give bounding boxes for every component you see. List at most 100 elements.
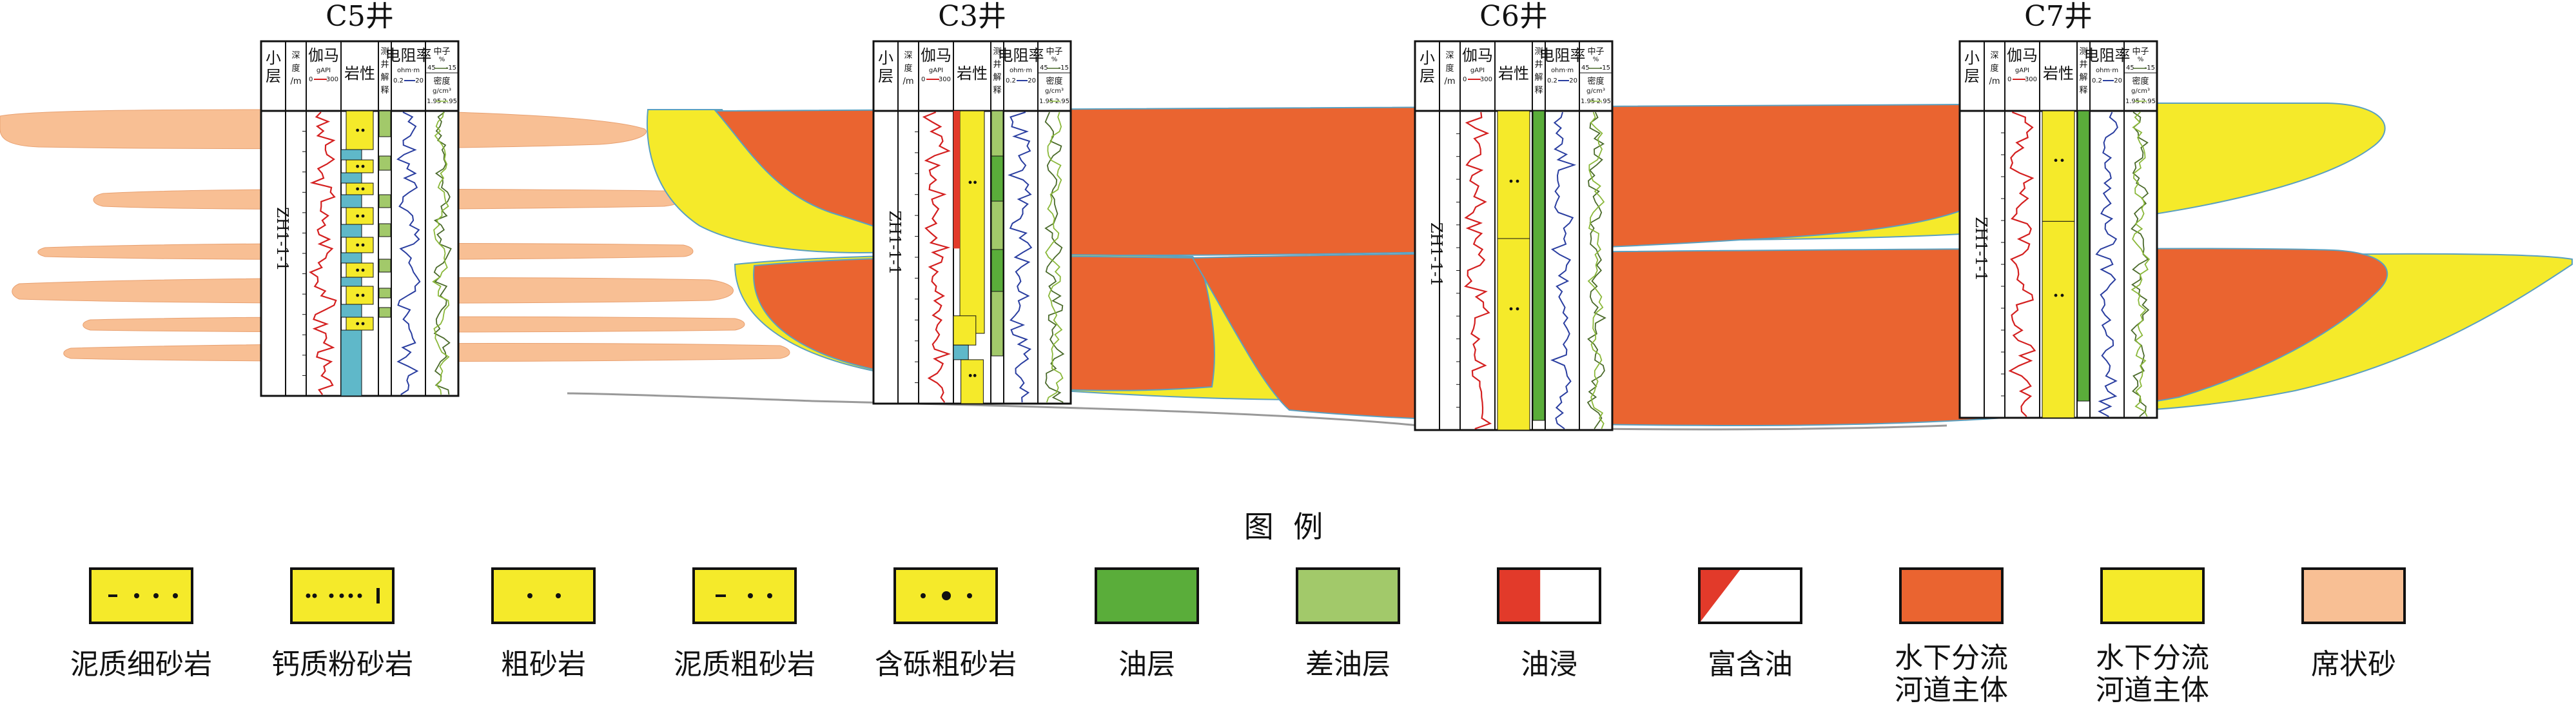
resistivity-curve [396, 112, 421, 395]
layer-header: 小 [1964, 49, 1980, 67]
layer-header: 小 [266, 49, 281, 67]
lithology-dot [361, 268, 365, 272]
lithology-bed [2042, 110, 2075, 222]
interpretation-zone [378, 307, 391, 318]
lithology-bed [340, 172, 362, 184]
pattern-dot [329, 593, 334, 598]
legend-swatch [491, 567, 596, 624]
depth-unit: /m [1444, 77, 1455, 86]
interpretation-zone [991, 155, 1004, 202]
legend-label: 泥质粗砂岩 [674, 648, 815, 681]
depth-unit: /m [290, 77, 301, 86]
gamma-min: 0 [309, 76, 313, 83]
legend-label: 钙质粉砂岩 [271, 648, 413, 681]
lithology-dot [361, 243, 365, 247]
legend-label-line2: 河道主体 [1895, 674, 2008, 706]
legend-title: 图 例 [1244, 509, 1329, 544]
legend-label: 富含油 [1708, 648, 1793, 681]
interpretation-zone [991, 201, 1004, 250]
lithology-dot [356, 164, 360, 168]
depth-header: 度 [1445, 63, 1454, 74]
density-max: 2.95 [443, 98, 457, 105]
legend-swatch [1296, 567, 1400, 624]
density-max: 2.95 [2142, 98, 2156, 105]
lithology-dot [361, 293, 365, 297]
resistivity-min: 0.2 [393, 77, 404, 84]
resistivity-curve [1008, 112, 1033, 403]
lithology-bed [1497, 110, 1530, 239]
depth-header: 深 [904, 51, 912, 61]
density-curve [1045, 112, 1064, 403]
pattern-dot [306, 593, 311, 598]
resistivity-curve [2095, 112, 2118, 417]
lithology-dot [356, 322, 360, 326]
lithology-bed [346, 207, 374, 225]
lithology-dot [356, 243, 360, 247]
resistivity-min: 0.2 [1547, 77, 1557, 84]
density-min: 1.95 [1581, 98, 1595, 105]
density-curve [432, 112, 450, 395]
depth-unit: /m [1989, 77, 2000, 86]
density-max: 2.95 [1055, 98, 1069, 105]
interpretation-zone [378, 288, 391, 299]
neutron-header: 中子 [433, 47, 450, 57]
legend-item-2: 钙质粉砂岩 [271, 567, 413, 681]
lithology-dot [356, 293, 360, 297]
legend-swatch-fill [1499, 570, 1541, 622]
interpretation-zone [991, 291, 1004, 357]
gamma-header: 伽马 [1462, 46, 1493, 64]
legend-swatch [1899, 567, 2004, 624]
legend-label-line2: 河道主体 [2096, 674, 2209, 706]
lithology-bed [346, 262, 374, 278]
lithology-bed [2042, 221, 2075, 418]
interpretation-header: 解 [1534, 73, 1543, 83]
interpretation-header: 测 [2079, 47, 2087, 57]
gamma-curve [1464, 112, 1492, 430]
density-min: 1.95 [1039, 98, 1053, 105]
legend-item-9: 富含油 [1698, 567, 1802, 681]
interpretation-zone [378, 110, 391, 137]
neutron-min: 45 [1581, 64, 1590, 72]
neutron-min: 45 [427, 64, 436, 72]
lithology-dot [968, 181, 972, 184]
pattern-dot [527, 593, 532, 598]
lithology-bed [346, 317, 374, 331]
layer-label: ZH1-1-1 [1427, 222, 1445, 287]
pattern-dash [108, 594, 117, 597]
density-header: 密度 [1587, 76, 1604, 86]
layer-header: 层 [1420, 67, 1435, 85]
interpretation-header: 解 [993, 73, 1001, 83]
pattern-dot [134, 593, 139, 598]
well-name: C7井 [2024, 0, 2093, 33]
well-name: C6井 [1479, 0, 1548, 33]
lithology-header: 岩性 [2043, 64, 2074, 83]
layer-header: 层 [266, 67, 281, 85]
interpretation-header: 解 [380, 73, 389, 83]
layer-header: 小 [1420, 49, 1435, 67]
lithology-dot [361, 128, 365, 132]
pattern-dot [312, 593, 317, 598]
legend-swatch [1095, 567, 1199, 624]
resistivity-header: 电阻率 [1539, 46, 1586, 64]
legend-item-7: 差油层 [1296, 567, 1400, 681]
layer-label: ZH1-1-1 [886, 210, 904, 275]
interpretation-header: 井 [1534, 60, 1543, 70]
resistivity-header: 电阻率 [998, 46, 1044, 64]
density-curve [2131, 112, 2151, 417]
well-name: C5井 [326, 0, 394, 33]
gamma-unit: gAPI [2015, 67, 2029, 74]
legend-item-8: 油浸 [1497, 567, 1601, 681]
legend-label: 差油层 [1305, 648, 1390, 681]
legend-item-3: 粗砂岩 [491, 567, 596, 681]
legend-item-4: 泥质粗砂岩 [674, 567, 815, 681]
density-unit: g/cm³ [433, 88, 451, 95]
base-correlation-line [567, 392, 1947, 431]
lithology-bed [346, 110, 374, 150]
depth-header: 度 [1990, 63, 1998, 74]
layer-header: 层 [878, 67, 893, 85]
lithology-dot [361, 214, 365, 218]
